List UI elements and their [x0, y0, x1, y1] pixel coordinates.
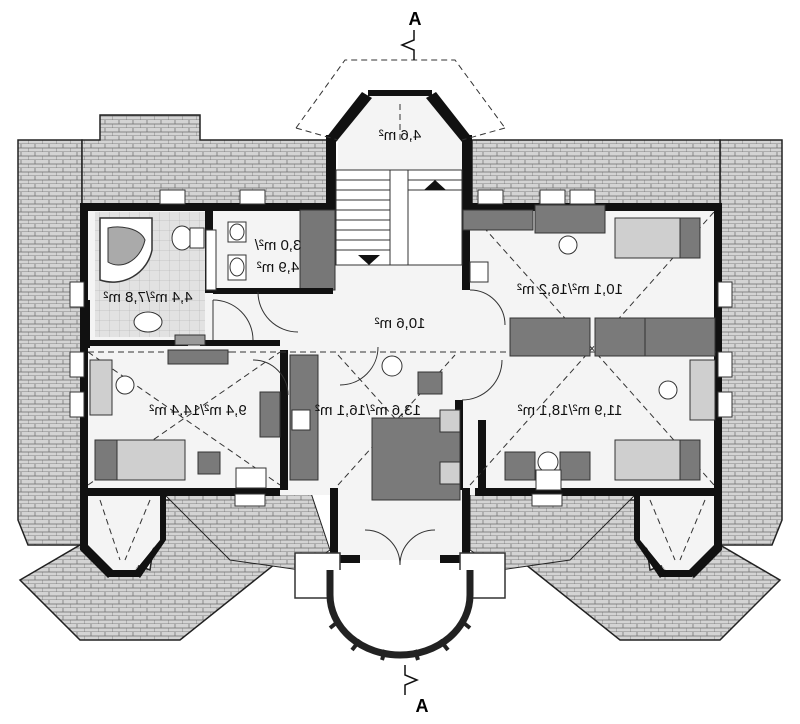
area-label-hall: 10,6 m² [375, 315, 426, 332]
room-se-furniture [504, 359, 716, 491]
roof-west [17, 139, 83, 546]
area-label-wc-line1: 3,0 m²/ [254, 237, 302, 254]
area-label-room-sw: 9,4 m²/14,4 m² [149, 402, 247, 419]
area-label-bay-top: 4,6 m² [379, 127, 422, 144]
area-label-wc-line2: 4,9 m² [257, 259, 300, 276]
section-marker-top: A [400, 9, 422, 60]
inner-walls [82, 203, 486, 490]
section-marker-bottom: A [404, 665, 429, 716]
windows [69, 189, 733, 507]
room-center-furniture [289, 354, 461, 501]
area-label-room-se: 11,9 m²/18,1 m² [518, 402, 623, 419]
area-label-room-center: 13,6 m²/16,1 m² [315, 402, 421, 419]
room-labels: 4,6 m² 4,4 m²/7,8 m² 3,0 m²/ 4,9 m² 10,6… [103, 127, 623, 419]
doors [212, 289, 506, 566]
staircase [335, 169, 463, 266]
section-label-top: A [409, 9, 422, 29]
bathroom-fixtures [99, 217, 247, 346]
area-label-room-ne: 10,1 m²/16,2 m² [517, 281, 623, 298]
roof-north-west [81, 114, 329, 206]
room-sw-furniture [89, 349, 281, 489]
balcony [294, 552, 506, 661]
section-label-bottom: A [416, 696, 429, 716]
roof-east [719, 139, 783, 546]
roof-north-east [471, 139, 721, 206]
room-ne-furniture [462, 204, 716, 357]
area-label-bathroom: 4,4 m²/7,8 m² [103, 289, 192, 306]
